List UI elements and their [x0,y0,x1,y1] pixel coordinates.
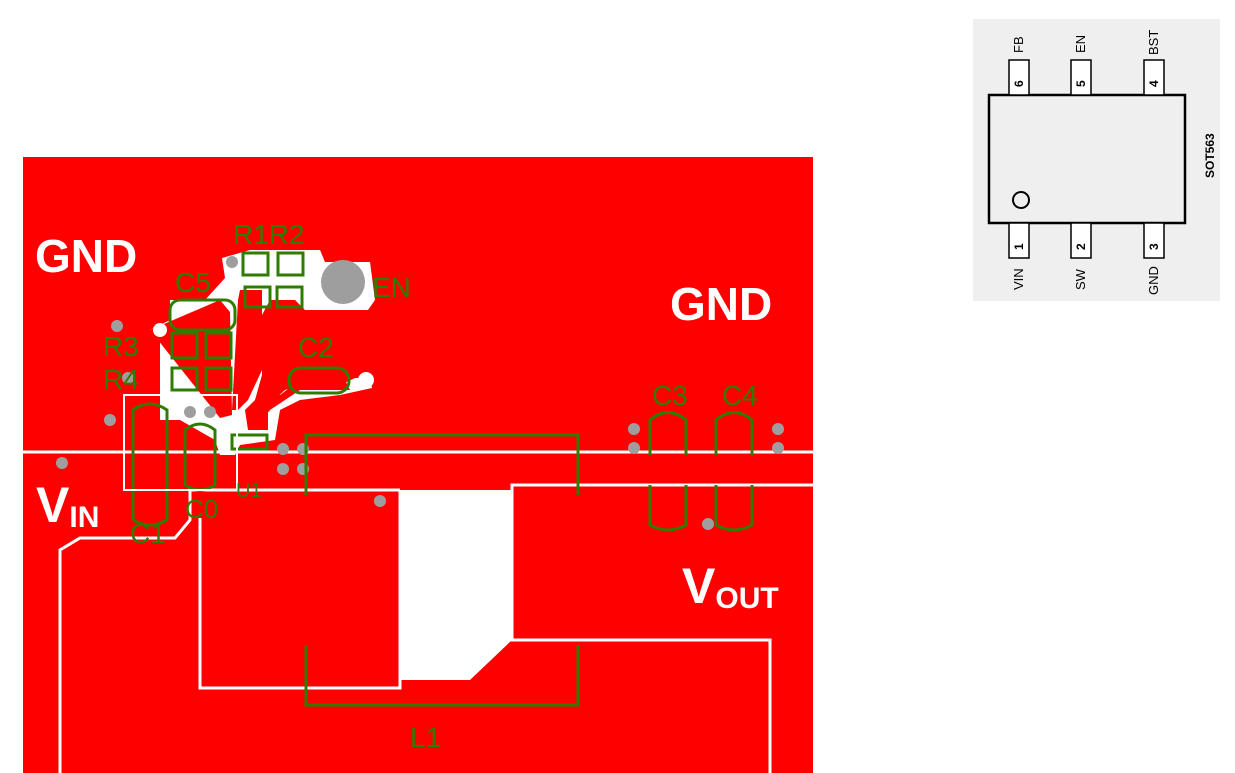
pcb-board: GND GND VIN VOUT R1R2 C5 EN R3 R4 C2 C3 … [23,157,813,773]
pin-4 [1143,59,1165,96]
package-body [987,93,1187,225]
package-diagram: SOT563 6 FB 5 EN 4 BST 1 VIN 2 SW 3 GND [973,19,1220,301]
via [104,414,116,426]
package-name: SOT563 [1203,133,1217,178]
r4-outline-b [204,366,233,392]
c2-outline [287,366,351,395]
pin-1-name: VIN [1011,268,1026,290]
refdes-l1: L1 [410,722,441,753]
via [226,256,238,268]
pin-2 [1070,222,1092,259]
net-label-gnd-left: GND [35,230,137,282]
pad-c5 [153,323,167,337]
net-label-vout: VOUT [682,558,779,615]
c1-outline [131,402,169,527]
refdes-r3: R3 [103,331,139,362]
refdes-c3: C3 [652,380,688,411]
c3-outline [648,411,688,532]
net-label-vin: VIN [36,477,99,534]
r1-outline [241,251,270,277]
copper-pour [23,157,813,773]
l1-outline [304,433,580,707]
vin-pour-outline [58,488,400,773]
via [184,406,196,418]
trace-fb [232,290,262,410]
via [772,442,784,454]
pin-3-name: GND [1146,266,1161,295]
u1-outline [230,433,269,451]
vout-main: V [682,558,716,614]
u1-highlight-box [123,394,238,491]
via [772,423,784,435]
via [111,320,123,332]
trace-en [262,380,350,420]
vin-sub: IN [69,501,99,534]
via [277,443,289,455]
vin-main: V [36,477,70,533]
refdes-c1: C1 [130,518,166,549]
sw-node-gap [400,490,512,680]
via [702,518,714,530]
net-label-gnd-right: GND [670,278,772,330]
via-en-large [321,260,365,304]
pin-4-number: 4 [1147,80,1161,87]
vias [56,256,784,530]
pin-5 [1070,59,1092,96]
pad-c2 [358,372,374,388]
via [277,463,289,475]
r2-outline [276,251,305,277]
vout-sub: OUT [715,582,778,615]
pin-6-name: FB [1011,36,1026,53]
via [374,495,386,507]
via [628,423,640,435]
refdes-c0: C0 [185,494,218,524]
pin-4-name: BST [1146,30,1161,55]
pin1-marker [1012,191,1030,209]
via [56,457,68,469]
r3-outline-b [204,331,233,360]
via [204,406,216,418]
pin-6-number: 6 [1012,80,1026,87]
refdes-r1r2: R1R2 [233,219,305,250]
refdes-c5: C5 [175,267,211,298]
r1b-outline [243,285,272,309]
refdes-c4: C4 [722,380,758,411]
silkscreen-outlines [123,251,754,707]
refdes-r4: R4 [103,364,139,395]
via [628,442,640,454]
r4-outline-a [170,366,199,392]
pin-3 [1143,222,1165,259]
r2b-outline [275,285,304,309]
refdes-en: EN [372,272,411,303]
pin-6 [1008,59,1030,96]
pin-2-number: 2 [1074,243,1088,250]
pin-2-name: SW [1073,268,1088,290]
pin-1 [1008,222,1030,259]
pin-5-number: 5 [1074,80,1088,87]
pin-3-number: 3 [1147,243,1161,250]
c4-outline [714,411,754,532]
refdes-u1: U1 [236,480,262,502]
r3-outline-a [170,331,199,360]
c5-outline [168,298,237,332]
pin-1-number: 1 [1012,243,1026,250]
pin-5-name: EN [1073,35,1088,53]
refdes-c2: C2 [298,332,334,363]
via [122,372,134,384]
